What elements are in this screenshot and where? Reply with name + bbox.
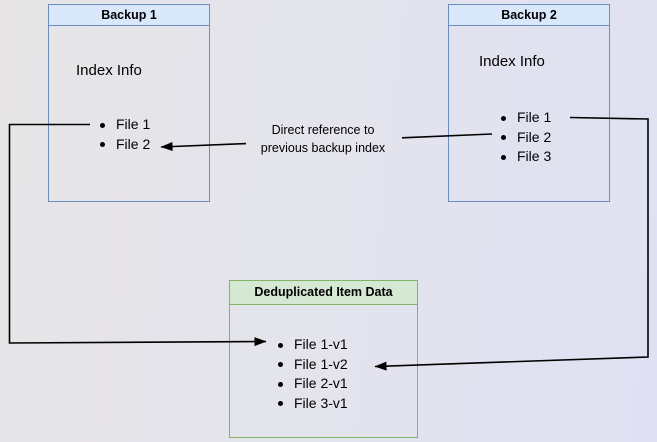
backup1-file-list: File 1 File 2	[100, 115, 150, 154]
backup2-index-info-label: Index Info	[479, 53, 545, 70]
list-item: File 3-v1	[278, 394, 348, 414]
backup1-box: Backup 1 Index Info File 1 File 2	[48, 4, 210, 202]
dedup-title: Deduplicated Item Data	[230, 281, 417, 305]
list-item: File 1	[100, 115, 150, 135]
backup1-index-info-label: Index Info	[76, 62, 142, 79]
list-item: File 2	[501, 128, 551, 148]
list-item: File 3	[501, 147, 551, 167]
backup2-title: Backup 2	[449, 5, 609, 26]
list-item: File 2-v1	[278, 374, 348, 394]
list-item: File 1-v2	[278, 355, 348, 375]
direct-reference-label: Direct reference to previous backup inde…	[238, 122, 408, 157]
backup2-box: Backup 2 Index Info File 1 File 2 File 3	[448, 4, 610, 202]
list-item: File 2	[100, 135, 150, 155]
list-item: File 1	[501, 108, 551, 128]
dedup-file-list: File 1-v1 File 1-v2 File 2-v1 File 3-v1	[278, 335, 348, 413]
direct-reference-label-line1: Direct reference to	[271, 123, 375, 137]
direct-reference-label-line2: previous backup index	[260, 140, 386, 155]
backup2-file-list: File 1 File 2 File 3	[501, 108, 551, 167]
list-item: File 1-v1	[278, 335, 348, 355]
backup1-title: Backup 1	[49, 5, 209, 26]
dedup-box: Deduplicated Item Data File 1-v1 File 1-…	[229, 280, 418, 438]
